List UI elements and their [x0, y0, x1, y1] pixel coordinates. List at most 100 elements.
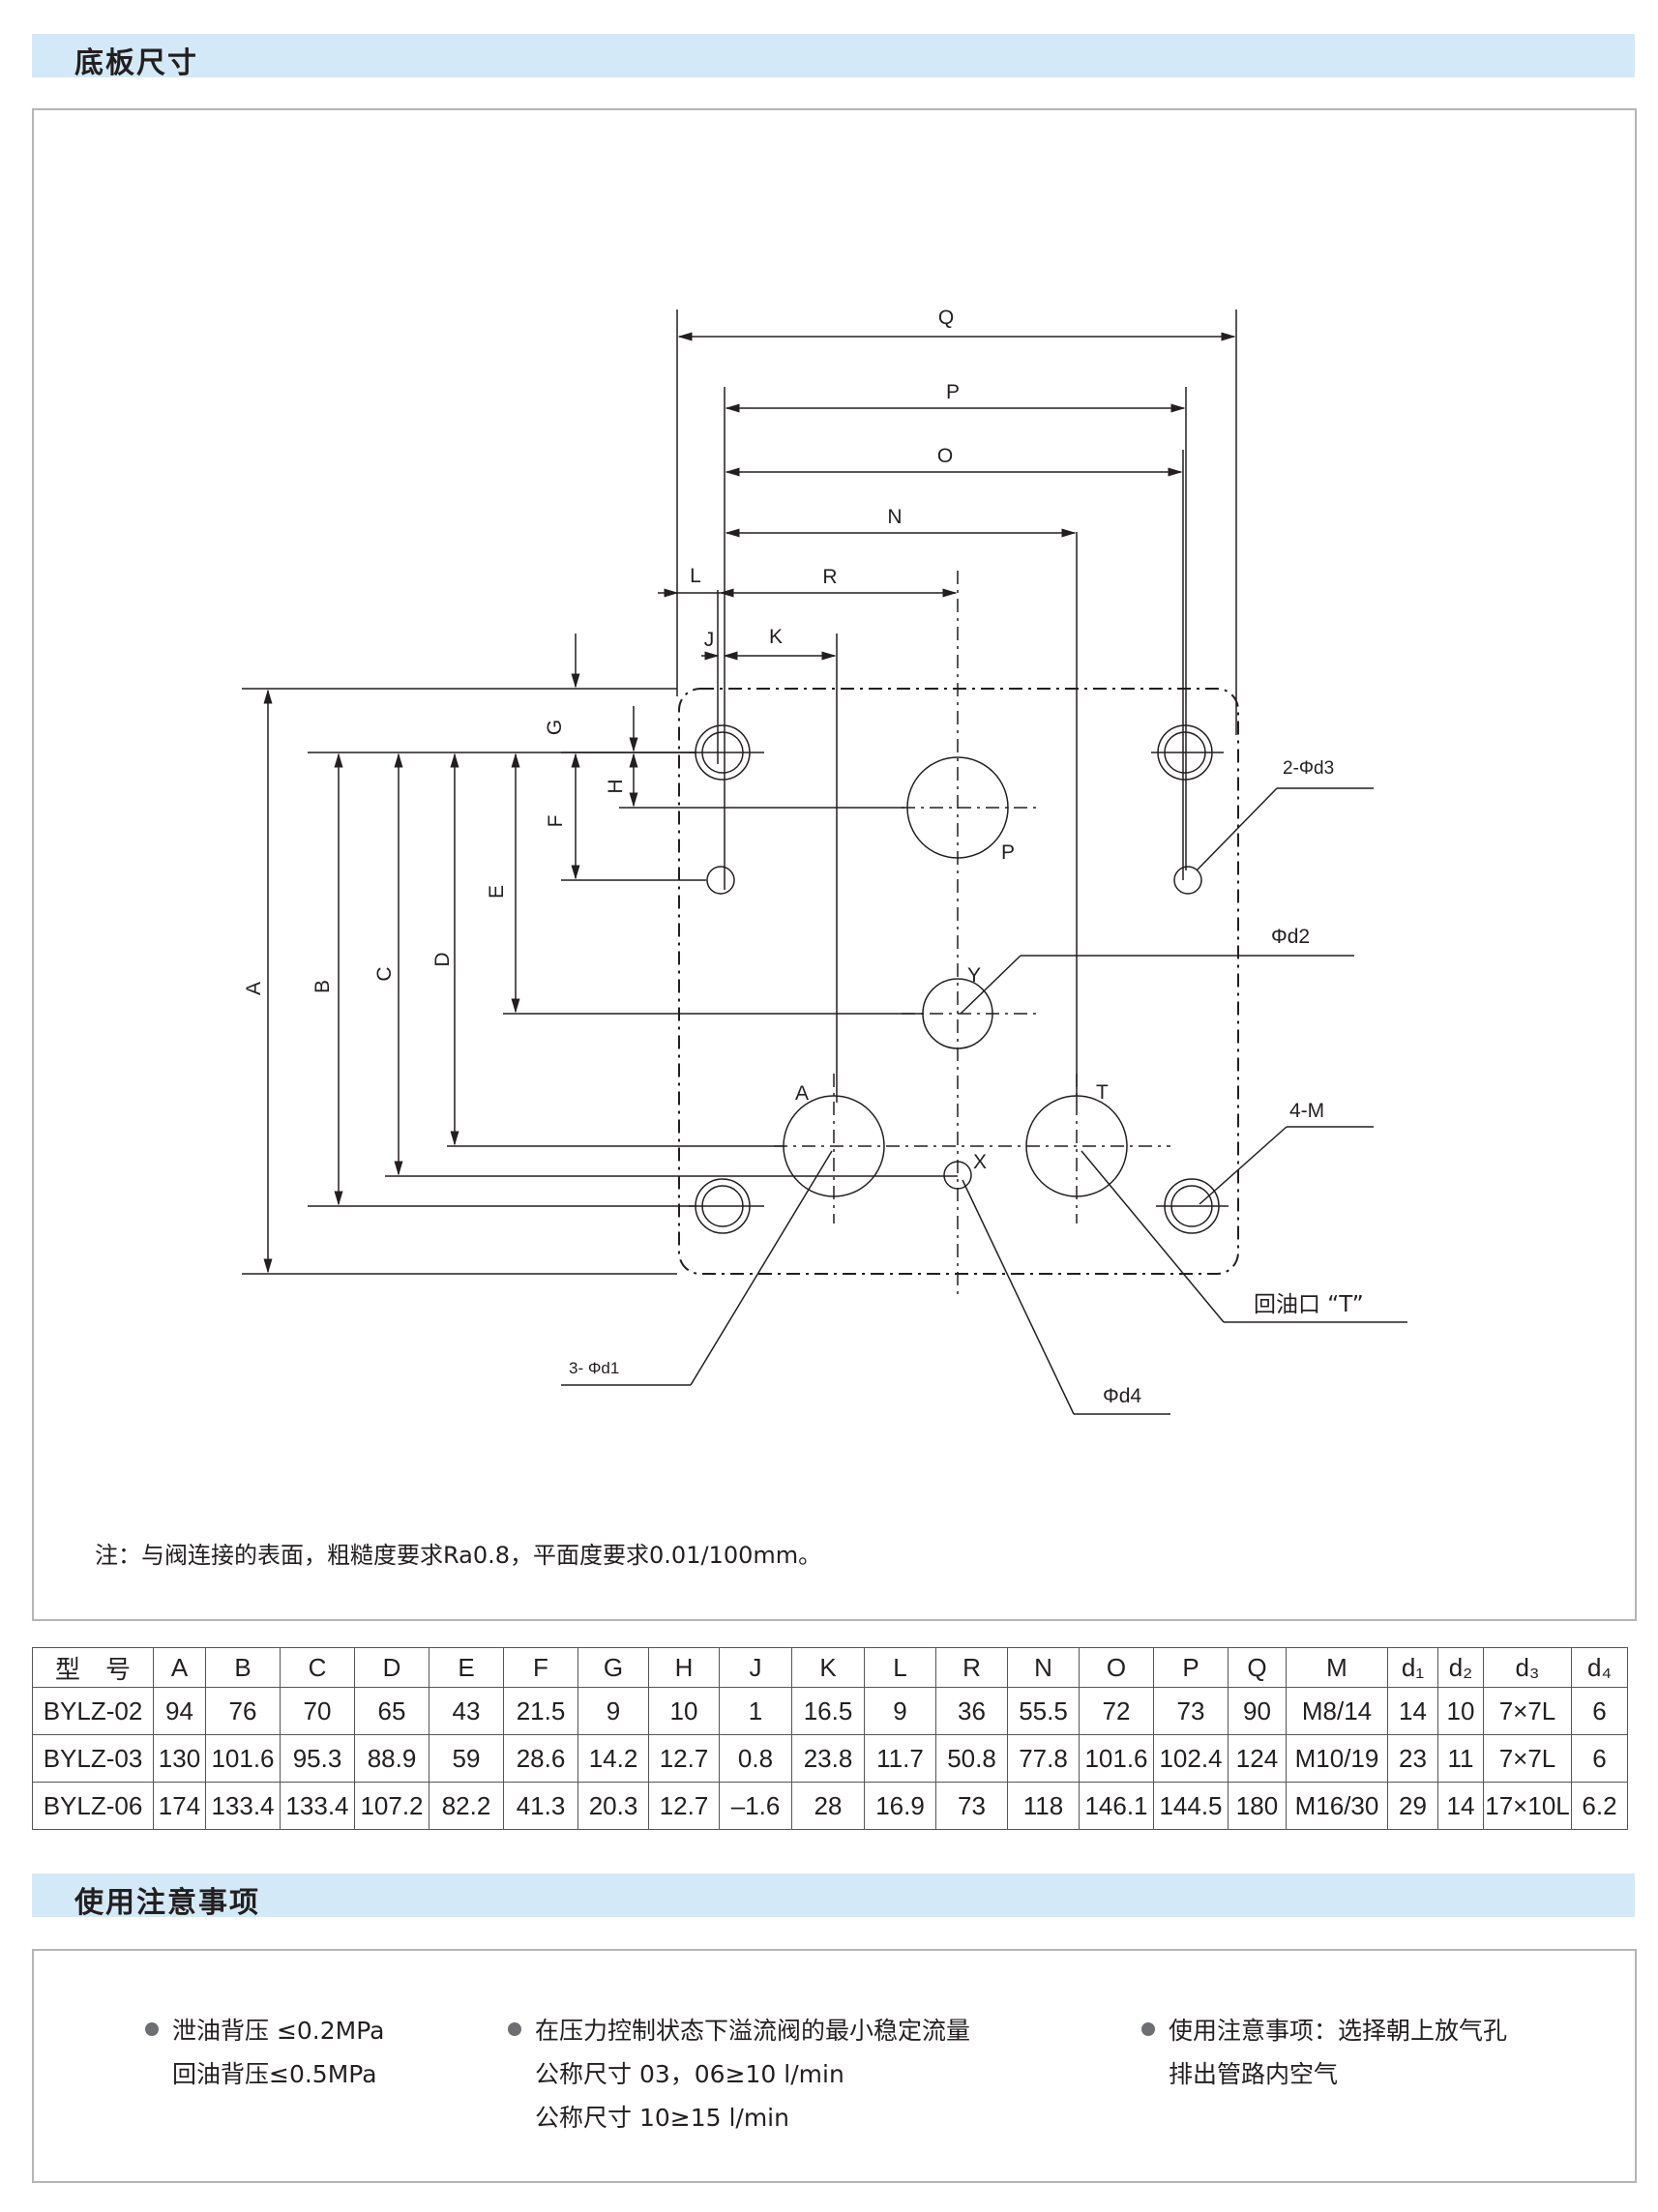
table-cell: 0.8 [719, 1734, 792, 1783]
table-cell: 107.2 [354, 1782, 429, 1830]
table-cell: 14 [1437, 1782, 1484, 1830]
table-cell: 65 [354, 1687, 429, 1735]
table-cell: 82.2 [429, 1782, 504, 1830]
table-cell: 28 [791, 1782, 865, 1830]
dim-label-g: G [544, 720, 566, 735]
table-cell: 180 [1228, 1782, 1287, 1830]
model-cell: BYLZ-03 [32, 1734, 154, 1783]
usage-col-2: 在压力控制状态下溢流阀的最小稳定流量 公称尺寸 03，06≥10 l/min 公… [508, 2009, 970, 2139]
table-cell: 174 [153, 1782, 206, 1830]
bullet-icon [1141, 2022, 1155, 2036]
table-cell: 43 [429, 1687, 504, 1735]
section-title: 使用注意事项 [74, 1886, 260, 1920]
pin-hole-right [1173, 866, 1202, 895]
table-cell: 21.5 [503, 1687, 578, 1735]
table-header-cell: R [935, 1647, 1008, 1688]
table-cell: M10/19 [1286, 1734, 1388, 1783]
table-cell: 41.3 [503, 1782, 578, 1830]
table-cell: 36 [935, 1687, 1008, 1735]
dimension-table: 型 号 A B C D E F G H J K L R N O P Q M d₁… [32, 1647, 1628, 1830]
table-cell: 101.6 [205, 1734, 281, 1783]
table-cell: 14 [1387, 1687, 1438, 1735]
port-label-p: P [1001, 841, 1015, 864]
table-cell: 95.3 [280, 1734, 355, 1783]
dim-label-d: D [431, 952, 454, 966]
table-header-cell: d₄ [1571, 1647, 1628, 1688]
dim-label-k: K [769, 626, 783, 648]
usage-text: 泄油背压 ≤0.2MPa [172, 2017, 385, 2045]
section-title: 底板尺寸 [74, 46, 198, 80]
table-cell: 90 [1228, 1687, 1287, 1735]
dim-label-a: A [243, 982, 265, 995]
table-header-cell: d₁ [1387, 1647, 1438, 1688]
table-cell: 29 [1387, 1782, 1438, 1830]
usage-col-3: 使用注意事项：选择朝上放气孔 排出管路内空气 [1141, 2009, 1507, 2096]
usage-text: 在压力控制状态下溢流阀的最小稳定流量 [535, 2017, 971, 2045]
pin-hole-left [706, 866, 735, 895]
table-cell: 23.8 [791, 1734, 865, 1783]
table-cell: 124 [1228, 1734, 1287, 1783]
dim-label-h: H [605, 779, 627, 793]
table-cell: 133.4 [205, 1782, 281, 1830]
dim-label-c: C [373, 966, 396, 981]
table-cell: 6 [1571, 1687, 1628, 1735]
table-cell: 12.7 [648, 1734, 720, 1783]
table-cell: M16/30 [1286, 1782, 1388, 1830]
table-cell: 146.1 [1079, 1782, 1154, 1830]
table-cell: 7×7L [1483, 1687, 1572, 1735]
dim-label-q: Q [938, 307, 954, 329]
table-cell: 72 [1079, 1687, 1154, 1735]
table-cell: 11.7 [864, 1734, 936, 1783]
port-label-x: X [973, 1151, 987, 1173]
table-header-cell: A [153, 1647, 206, 1688]
table-header-cell: P [1153, 1647, 1229, 1688]
table-header-cell: 型 号 [32, 1647, 154, 1688]
table-header-cell: G [577, 1647, 649, 1688]
surface-note: 注：与阀连接的表面，粗糙度要求Ra0.8，平面度要求0.01/100mm。 [95, 1542, 822, 1569]
dim-label-f: F [545, 815, 567, 828]
table-header-row: 型 号 A B C D E F G H J K L R N O P Q M d₁… [32, 1647, 1628, 1688]
table-header-cell: N [1007, 1647, 1080, 1688]
table-cell: 94 [153, 1687, 206, 1735]
table-cell: 17×10L [1483, 1782, 1572, 1830]
table-header-cell: d₃ [1483, 1647, 1572, 1688]
callout-d2: Φd2 [1271, 926, 1310, 948]
callout-d4: Φd4 [1103, 1385, 1141, 1407]
baseplate-drawing: Q P O N L R J K G H F E D C B A P Y A T … [242, 307, 1407, 1415]
dim-label-r: R [822, 566, 837, 588]
table-cell: 10 [648, 1687, 720, 1735]
callout-d3: 2-Φd3 [1283, 758, 1334, 779]
table-header-cell: B [205, 1647, 281, 1688]
table-cell: 88.9 [354, 1734, 429, 1783]
model-cell: BYLZ-06 [32, 1782, 154, 1830]
table-cell: 1 [719, 1687, 792, 1735]
table-header-cell: H [648, 1647, 720, 1688]
usage-text: 回油背压≤0.5MPa [172, 2060, 377, 2088]
model-cell: BYLZ-02 [32, 1687, 154, 1735]
port-label-y: Y [967, 964, 981, 987]
dim-label-b: B [311, 980, 334, 993]
table-cell: 102.4 [1153, 1734, 1229, 1783]
usage-text: 排出管路内空气 [1169, 2060, 1339, 2088]
callout-d1: 3- Φd1 [569, 1359, 619, 1377]
table-cell: 14.2 [577, 1734, 649, 1783]
table-cell: 28.6 [503, 1734, 578, 1783]
dim-label-o: O [937, 445, 953, 467]
table-cell: 73 [1153, 1687, 1229, 1735]
table-cell: 101.6 [1079, 1734, 1154, 1783]
table-cell: 16.9 [864, 1782, 936, 1830]
callout-m: 4-M [1289, 1100, 1324, 1122]
table-cell: 6 [1571, 1734, 1628, 1783]
drawing-panel [32, 108, 1637, 1621]
table-cell: 73 [935, 1782, 1008, 1830]
table-cell: 76 [205, 1687, 281, 1735]
table-cell: 59 [429, 1734, 504, 1783]
table-header-cell: M [1286, 1647, 1388, 1688]
port-x [943, 1161, 972, 1190]
bullet-icon [145, 2022, 159, 2036]
section-header-usage: 使用注意事项 [32, 1873, 1635, 1920]
plate-outline [678, 688, 1239, 1275]
table-header-cell: C [280, 1647, 355, 1688]
